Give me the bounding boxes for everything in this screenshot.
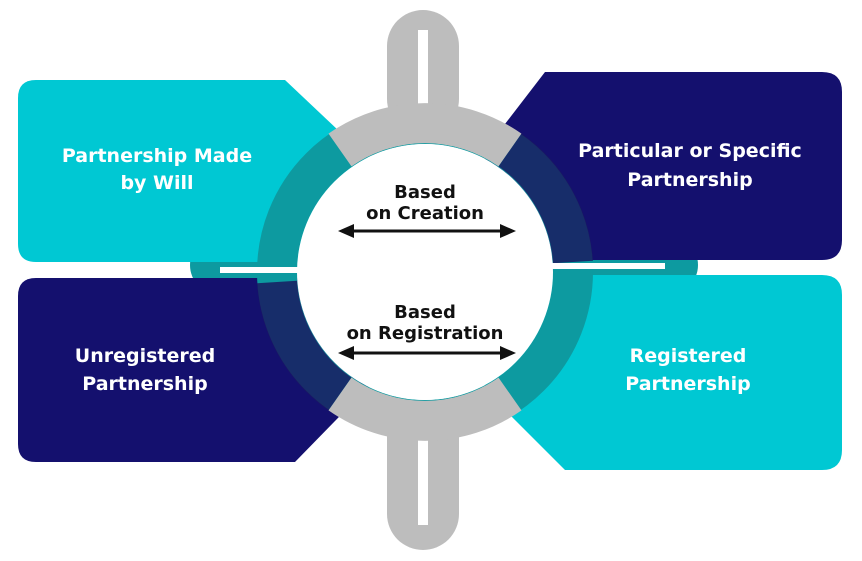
- ring-segment-bottom: [328, 377, 522, 441]
- top-connector-slot: [418, 30, 428, 130]
- ring-segment-bottom-left: [257, 280, 352, 411]
- box-bottom-right-label-line2: Partnership: [625, 373, 750, 395]
- center-bottom-label-line1: Based: [394, 302, 456, 323]
- center-bottom-label-line2: on Registration: [347, 323, 504, 344]
- box-bottom-right-label-line1: Registered: [630, 345, 747, 367]
- box-top-left-label-line1: Partnership Made: [62, 145, 252, 167]
- box-top-right-label-line1: Particular or Specific: [578, 140, 802, 162]
- ring-segment-top-right: [498, 133, 593, 264]
- double-arrow-bottom-icon: [338, 346, 516, 360]
- right-divider: [550, 263, 665, 269]
- bottom-connector-slot: [418, 405, 428, 525]
- center-top-label-line2: on Creation: [366, 203, 484, 224]
- box-top-left-label-line2: by Will: [120, 172, 193, 194]
- box-bottom-left-label-line1: Unregistered: [75, 345, 215, 367]
- double-arrow-top-icon: [338, 224, 516, 238]
- left-divider: [220, 267, 300, 273]
- center-top-label-line1: Based: [394, 182, 456, 203]
- ring-segment-top: [328, 103, 522, 167]
- box-top-right-label-line2: Partnership: [627, 169, 752, 191]
- center-disk: [297, 144, 553, 400]
- box-bottom-left-label-line2: Partnership: [82, 373, 207, 395]
